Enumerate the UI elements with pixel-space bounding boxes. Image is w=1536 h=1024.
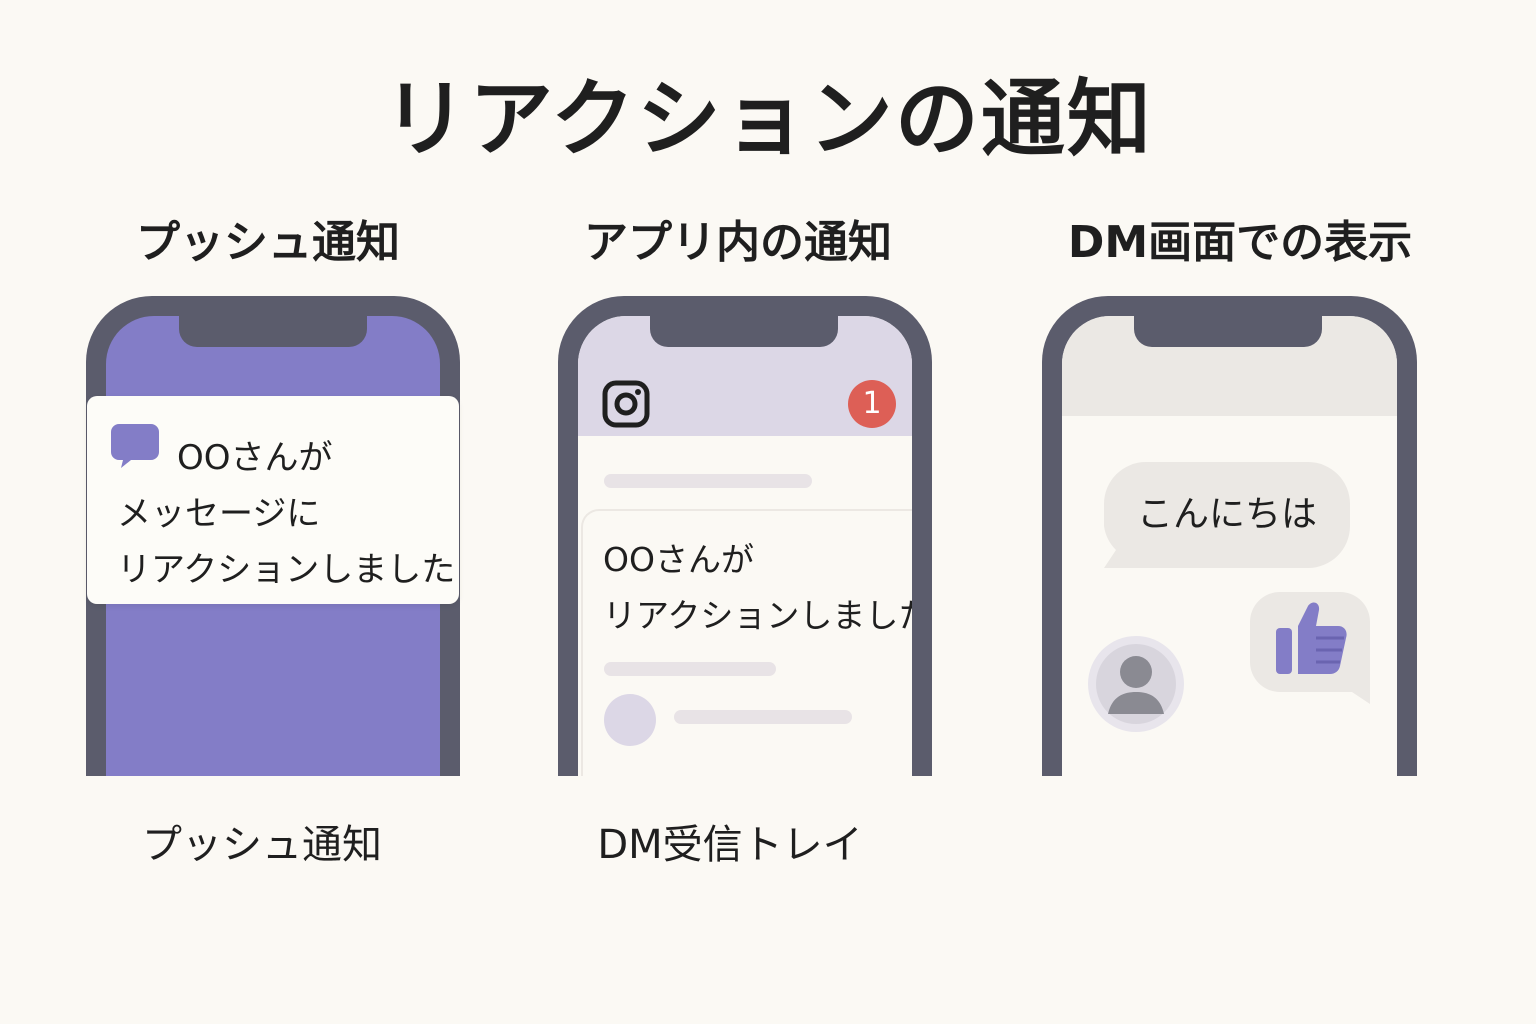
phone-notch [650,316,838,347]
phone-notch [1134,316,1322,347]
notification-badge[interactable]: 1 [848,380,896,428]
message-text: こんにちは [1136,494,1317,535]
message-bubble [1104,462,1350,568]
push-line-2: メッセージに [117,494,321,534]
push-line-3: リアクションしました [117,550,456,590]
phone-screen: こんにちは [1062,316,1397,776]
phone-screen: 1 OOさんが リアクションしました [578,316,912,776]
placeholder-bar [674,710,852,724]
person-avatar-icon [1088,636,1184,732]
phone-notch [179,316,367,347]
push-notification-card[interactable]: OOさんが メッセージに リアクションしました [87,396,459,604]
placeholder-bar [604,662,776,676]
caption-in-app: DM受信トレイ [597,822,863,868]
phone-in-app: 1 OOさんが リアクションしました [558,296,932,776]
inbox-line-2: リアクションしました [603,596,912,635]
inbox-line-1: OOさんが [603,540,754,579]
column-heading-in-app: アプリ内の通知 [584,217,892,268]
placeholder-bar [604,474,812,488]
push-line-1: OOさんが [177,438,333,478]
column-heading-dm: DM画面での表示 [1067,217,1413,268]
instagram-icon[interactable] [602,380,650,428]
page-title: リアクションの通知 [383,70,1153,168]
caption-push: プッシュ通知 [142,822,382,868]
phone-dm: こんにちは [1042,296,1417,776]
thumbs-up-icon[interactable] [1250,592,1370,712]
chat-bubble-icon [111,424,159,468]
column-heading-push: プッシュ通知 [136,217,400,268]
avatar-placeholder [604,694,656,746]
